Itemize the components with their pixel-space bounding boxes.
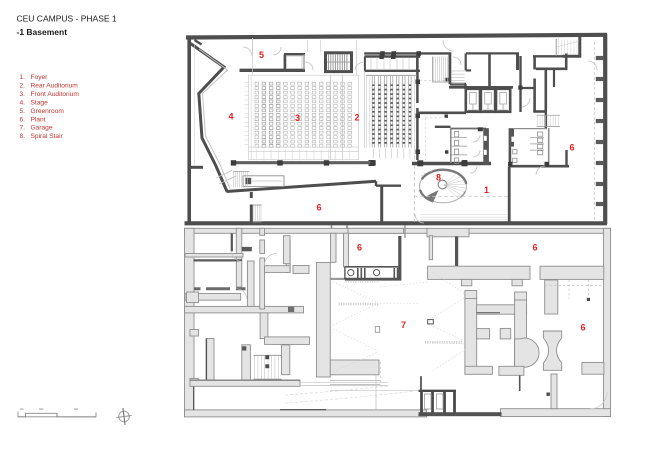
svg-text:3: 3 (295, 113, 300, 123)
svg-text:2: 2 (354, 113, 359, 123)
svg-text:Front Auditorium: Front Auditorium (31, 91, 80, 98)
svg-text:7.: 7. (20, 125, 26, 132)
svg-text:Garage: Garage (31, 125, 53, 132)
svg-text:CEU CAMPUS - PHASE 1: CEU CAMPUS - PHASE 1 (17, 13, 117, 23)
svg-text:5: 5 (259, 50, 264, 60)
svg-text:Rear Auditorium: Rear Auditorium (31, 82, 79, 89)
svg-text:4.: 4. (20, 99, 26, 106)
svg-text:8.: 8. (20, 133, 26, 140)
svg-text:7: 7 (401, 320, 406, 330)
svg-text:6: 6 (580, 323, 585, 333)
svg-text:4: 4 (228, 112, 233, 122)
svg-text:6: 6 (532, 243, 537, 253)
svg-text:8: 8 (436, 173, 441, 183)
svg-text:5.: 5. (20, 108, 26, 115)
svg-text:Spiral Stair: Spiral Stair (31, 133, 64, 140)
svg-text:2.: 2. (20, 82, 26, 89)
svg-text:6.: 6. (20, 116, 26, 123)
svg-text:6: 6 (569, 143, 574, 153)
svg-text:Greenroom: Greenroom (31, 108, 65, 115)
svg-text:6: 6 (316, 203, 321, 213)
svg-text:Stage: Stage (31, 99, 49, 106)
svg-text:Plant: Plant (31, 116, 46, 123)
svg-text:1: 1 (484, 185, 489, 195)
svg-text:Foyer: Foyer (31, 74, 49, 81)
svg-text:3.: 3. (20, 91, 26, 98)
svg-text:-1 Basement: -1 Basement (17, 27, 68, 37)
svg-text:6: 6 (357, 243, 362, 253)
svg-text:1.: 1. (20, 74, 26, 81)
